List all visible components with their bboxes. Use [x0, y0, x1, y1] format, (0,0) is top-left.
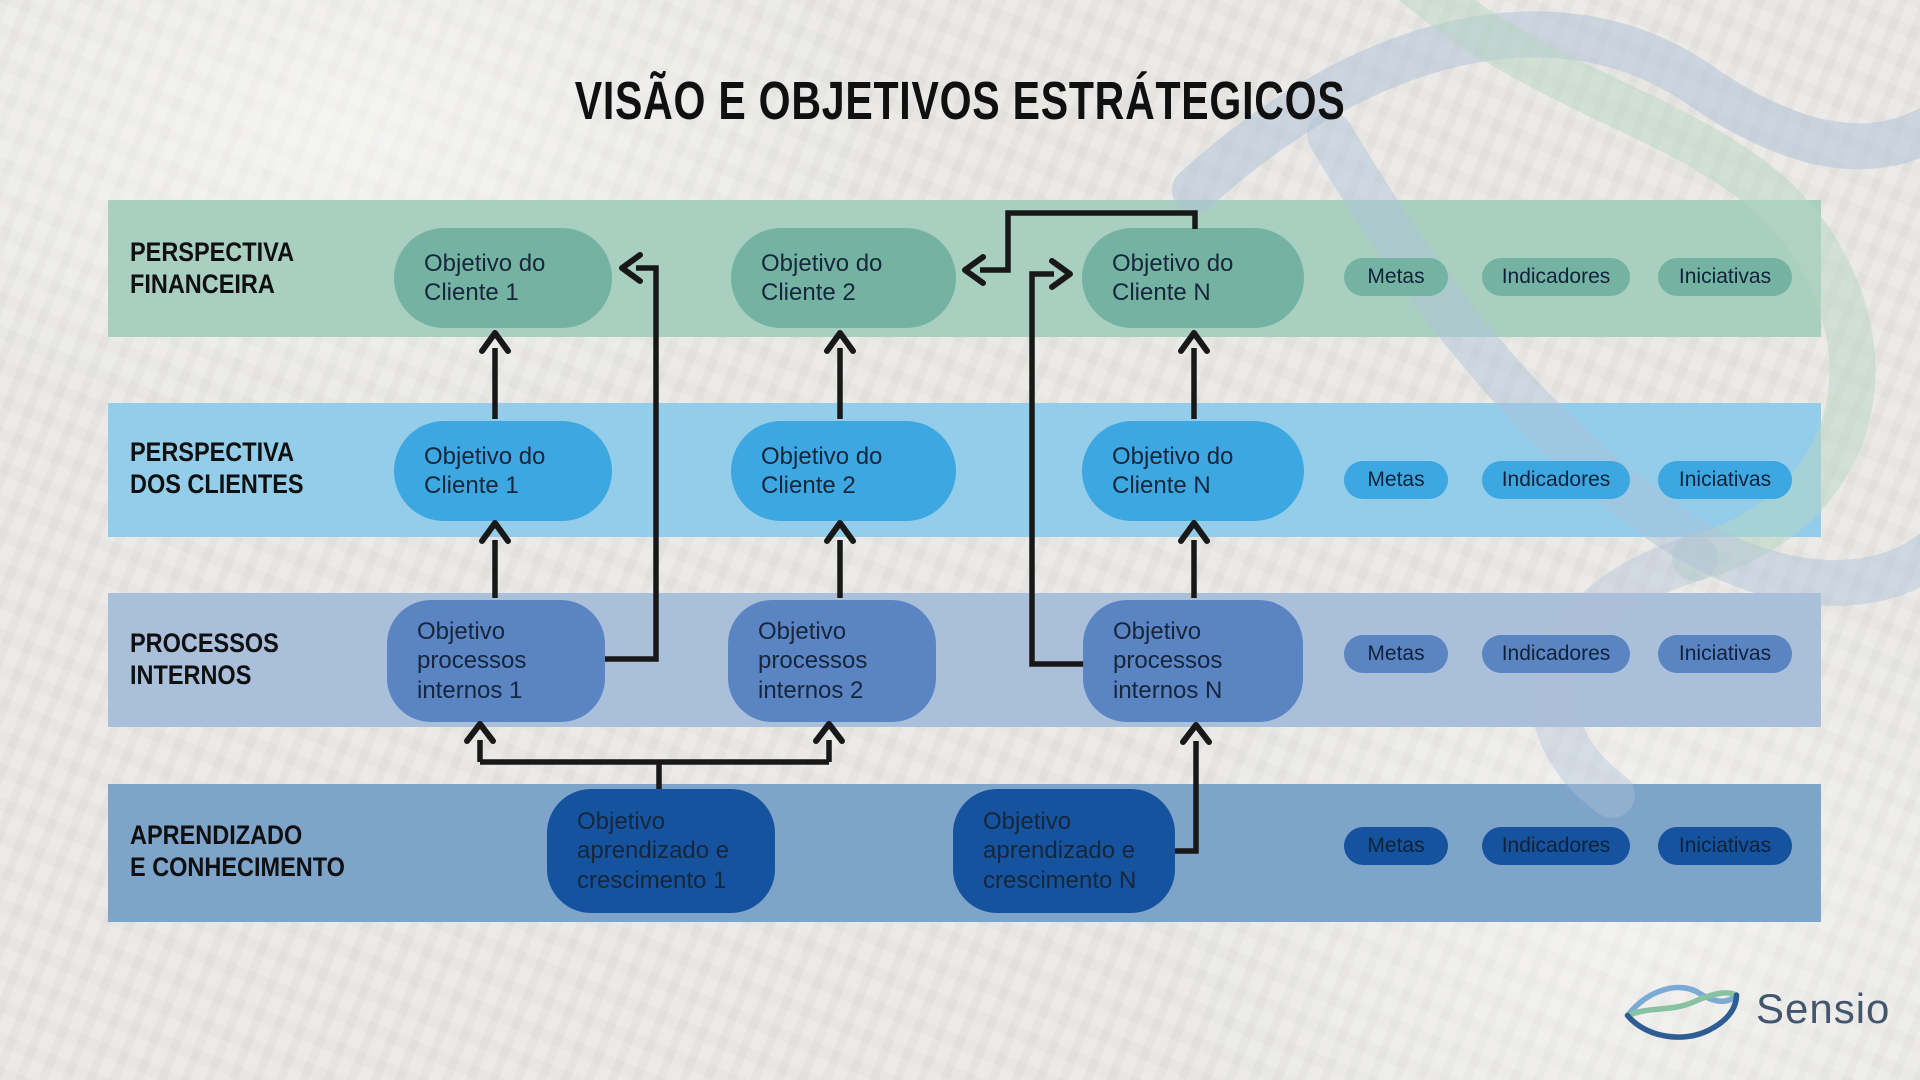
sensio-logo-text: Sensio: [1756, 985, 1891, 1032]
sensio-logo: Sensio: [1622, 968, 1890, 1050]
objective-box-internos-1: Objetivo processos internos 1: [387, 600, 605, 722]
pill-iniciativas-internos: Iniciativas: [1658, 635, 1792, 673]
objective-box-aprendizado-1: Objetivo aprendizado e crescimento 1: [547, 789, 775, 913]
objective-box-financeira-1: Objetivo do Cliente 1: [394, 228, 612, 328]
objective-box-clientes-2: Objetivo do Cliente 2: [731, 421, 956, 521]
objective-box-clientes-n: Objetivo do Cliente N: [1082, 421, 1304, 521]
band-label-perspectiva-financeira: PERSPECTIVA FINANCEIRA: [130, 237, 295, 299]
pill-indicadores-aprendizado: Indicadores: [1482, 827, 1630, 865]
pill-indicadores-internos: Indicadores: [1482, 635, 1630, 673]
pill-metas-internos: Metas: [1344, 635, 1448, 673]
page-title: VISÃO E OBJETIVOS ESTRÁTEGICOS: [0, 70, 1920, 132]
objective-box-internos-2: Objetivo processos internos 2: [728, 600, 936, 722]
pill-metas-financeira: Metas: [1344, 258, 1448, 296]
objective-box-clientes-1: Objetivo do Cliente 1: [394, 421, 612, 521]
pill-indicadores-financeira: Indicadores: [1482, 258, 1630, 296]
band-label-aprendizado: APRENDIZADO E CONHECIMENTO: [130, 820, 345, 882]
pill-metas-aprendizado: Metas: [1344, 827, 1448, 865]
page-title-text: VISÃO E OBJETIVOS ESTRÁTEGICOS: [574, 71, 1346, 131]
objective-box-financeira-2: Objetivo do Cliente 2: [731, 228, 956, 328]
pill-iniciativas-financeira: Iniciativas: [1658, 258, 1792, 296]
band-label-processos-internos: PROCESSOS INTERNOS: [130, 628, 279, 690]
objective-box-internos-n: Objetivo processos internos N: [1083, 600, 1303, 722]
objective-box-aprendizado-n: Objetivo aprendizado e crescimento N: [953, 789, 1175, 913]
pill-iniciativas-clientes: Iniciativas: [1658, 461, 1792, 499]
pill-metas-clientes: Metas: [1344, 461, 1448, 499]
pill-indicadores-clientes: Indicadores: [1482, 461, 1630, 499]
sensio-waves-icon: [1624, 984, 1740, 1040]
band-label-perspectiva-dos-clientes: PERSPECTIVA DOS CLIENTES: [130, 437, 304, 499]
objective-box-financeira-n: Objetivo do Cliente N: [1082, 228, 1304, 328]
pill-iniciativas-aprendizado: Iniciativas: [1658, 827, 1792, 865]
